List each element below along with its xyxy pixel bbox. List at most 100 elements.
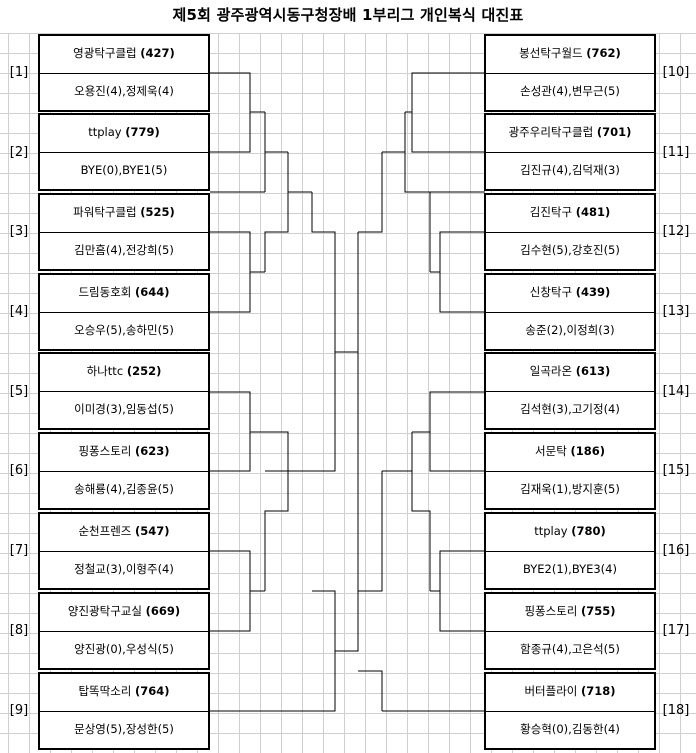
team-name-row: 봉선탁구월드 (762) — [486, 46, 654, 60]
team-box: 핑퐁스토리 (623) 송해룡(4),김종윤(5) — [38, 432, 210, 510]
team-box: 서문탁 (186) 김재욱(1),방지훈(5) — [484, 432, 656, 510]
team-score: (481) — [575, 205, 611, 219]
players: 함종규(4),고은석(5) — [520, 642, 620, 656]
team-name-row: 신창탁구 (439) — [486, 285, 654, 299]
team-score: (779) — [125, 125, 160, 139]
box-divider — [40, 551, 208, 552]
team-box: 광주우리탁구클럽 (701) 김진규(4),김덕재(3) — [484, 113, 656, 191]
team-name: 탑똑딱소리 — [78, 684, 132, 698]
team-name: 파워탁구클럽 — [73, 205, 137, 219]
bracket-line — [264, 431, 289, 591]
seed-label: [3] — [9, 224, 29, 239]
players: 이미경(3),임동섭(5) — [74, 402, 174, 416]
team-name: 서문탁 — [535, 444, 567, 458]
team-name-row: 핑퐁스토리 (755) — [486, 604, 654, 618]
team-name: 드림동호회 — [78, 285, 132, 299]
seed-label: [14] — [662, 384, 690, 399]
team-name-row: 버터플라이 (718) — [486, 684, 654, 698]
team-name: 핑퐁스토리 — [524, 604, 578, 618]
team-name-row: 파워탁구클럽 (525) — [40, 205, 208, 219]
bracket-line — [429, 391, 485, 472]
team-score: (525) — [140, 205, 175, 219]
seed-label: [5] — [9, 384, 29, 399]
seed-label: [2] — [9, 145, 29, 160]
team-name-row: 일곡라온 (613) — [486, 364, 654, 378]
team-name: 일곡라온 — [529, 364, 573, 378]
seed-label: [6] — [9, 463, 29, 478]
box-divider — [486, 73, 654, 74]
team-name-row: 광주우리탁구클럽 (701) — [486, 125, 654, 139]
players: 송준(2),이정희(3) — [525, 323, 615, 337]
players: 정철교(3),이형주(4) — [74, 562, 174, 576]
team-name: 하나ttc — [86, 364, 124, 378]
team-box: 김진탁구 (481) 김수현(5),강호진(5) — [484, 193, 656, 271]
players: BYE(0),BYE1(5) — [80, 163, 168, 177]
team-box: 드림동호회 (644) 오승우(5),송하민(5) — [38, 273, 210, 351]
box-divider — [486, 232, 654, 233]
team-name-row: 핑퐁스토리 (623) — [40, 444, 208, 458]
seed-label: [9] — [9, 703, 29, 718]
team-box: 양진광탁구교실 (669) 양진광(0),우성식(5) — [38, 592, 210, 670]
team-score: (186) — [570, 444, 605, 458]
players: 김재욱(1),방지훈(5) — [520, 482, 620, 496]
seed-label: [4] — [9, 304, 29, 319]
box-divider — [486, 152, 654, 153]
team-name: 핑퐁스토리 — [78, 444, 132, 458]
players: 양진광(0),우성식(5) — [74, 642, 174, 656]
team-name-row: ttplay (779) — [40, 125, 208, 139]
team-box: 버터플라이 (718) 황승혁(0),김동한(4) — [484, 672, 656, 750]
seed-label: [18] — [662, 703, 690, 718]
seed-label: [16] — [662, 543, 690, 558]
seed-label: [7] — [9, 543, 29, 558]
seed-label: [10] — [662, 65, 690, 80]
bracket-line — [358, 471, 383, 592]
team-score: (644) — [135, 285, 170, 299]
bracket-line — [411, 72, 485, 153]
bracket-line — [210, 550, 251, 632]
team-box: 하나ttc (252) 이미경(3),임동섭(5) — [38, 352, 210, 430]
team-box: ttplay (779) BYE(0),BYE1(5) — [38, 113, 210, 191]
team-score: (623) — [135, 444, 170, 458]
team-score: (762) — [586, 46, 621, 60]
bracket-line — [358, 152, 383, 233]
team-box: 순천프렌즈 (547) 정철교(3),이형주(4) — [38, 512, 210, 590]
team-name: ttplay — [534, 524, 568, 538]
team-score: (669) — [145, 604, 181, 618]
seed-label: [12] — [662, 224, 690, 239]
players: BYE2(1),BYE3(4) — [523, 562, 617, 576]
players: 오용진(4),정제욱(4) — [74, 84, 174, 98]
seed-label: [8] — [9, 623, 29, 638]
team-box: 탑똑딱소리 (764) 문상영(5),장성한(5) — [38, 672, 210, 750]
bracket-line — [335, 352, 359, 652]
team-name-row: 김진탁구 (481) — [486, 205, 654, 219]
seed-label: [15] — [662, 463, 690, 478]
team-box: ttplay (780) BYE2(1),BYE3(4) — [484, 512, 656, 590]
players: 황승혁(0),김동한(4) — [520, 722, 620, 736]
team-box: 영광탁구클럽 (427) 오용진(4),정제욱(4) — [38, 34, 210, 112]
players: 김만흠(4),전강희(5) — [74, 243, 174, 257]
box-divider — [40, 152, 208, 153]
team-name-row: ttplay (780) — [486, 524, 654, 538]
bracket-line — [358, 670, 383, 711]
box-divider — [40, 711, 208, 712]
page-title: 제5회 광주광역시동구청장배 1부리그 개인복식 대진표 — [172, 6, 524, 24]
players: 김진규(4),김덕재(3) — [520, 163, 620, 177]
team-score: (701) — [596, 125, 632, 139]
bracket-line — [210, 391, 251, 472]
team-score: (780) — [571, 524, 606, 538]
box-divider — [486, 312, 654, 313]
bracket-line — [264, 152, 289, 272]
bracket-line — [210, 72, 251, 153]
players: 손성관(4),변무근(5) — [520, 84, 620, 98]
team-name: 버터플라이 — [524, 684, 578, 698]
team-score: (547) — [135, 524, 170, 538]
players: 김수현(5),강호진(5) — [520, 243, 620, 257]
bracket-line — [404, 112, 430, 193]
team-name: 순천프렌즈 — [78, 524, 132, 538]
box-divider — [40, 471, 208, 472]
team-score: (718) — [581, 684, 616, 698]
bracket-line — [311, 192, 336, 472]
box-divider — [486, 711, 654, 712]
team-name: 광주우리탁구클럽 — [508, 125, 594, 139]
team-score: (613) — [575, 364, 611, 378]
